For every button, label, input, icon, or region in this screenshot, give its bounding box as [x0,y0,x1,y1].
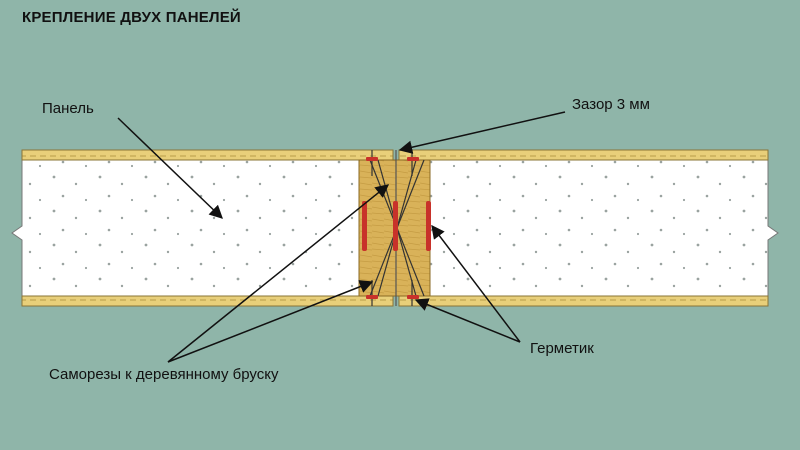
left-panel [11,149,394,307]
right-panel [398,149,779,307]
sealant-arrow-upper [431,224,521,343]
panel-arrow [117,117,223,219]
screw-arrow-lower [167,280,374,363]
gap-arrow [398,111,566,154]
gap-label: Зазор 3 мм [572,96,650,113]
panel-label: Панель [42,100,94,117]
sealant-label: Герметик [530,340,594,357]
sealant-strips [362,157,431,299]
screw-arrow-upper [167,184,390,363]
callout-arrows [117,111,566,363]
diagram-title: КРЕПЛЕНИЕ ДВУХ ПАНЕЛЕЙ [22,9,241,26]
sealant-arrow-lower [414,298,521,343]
screws-label: Саморезы к деревянному бруску [49,366,279,383]
